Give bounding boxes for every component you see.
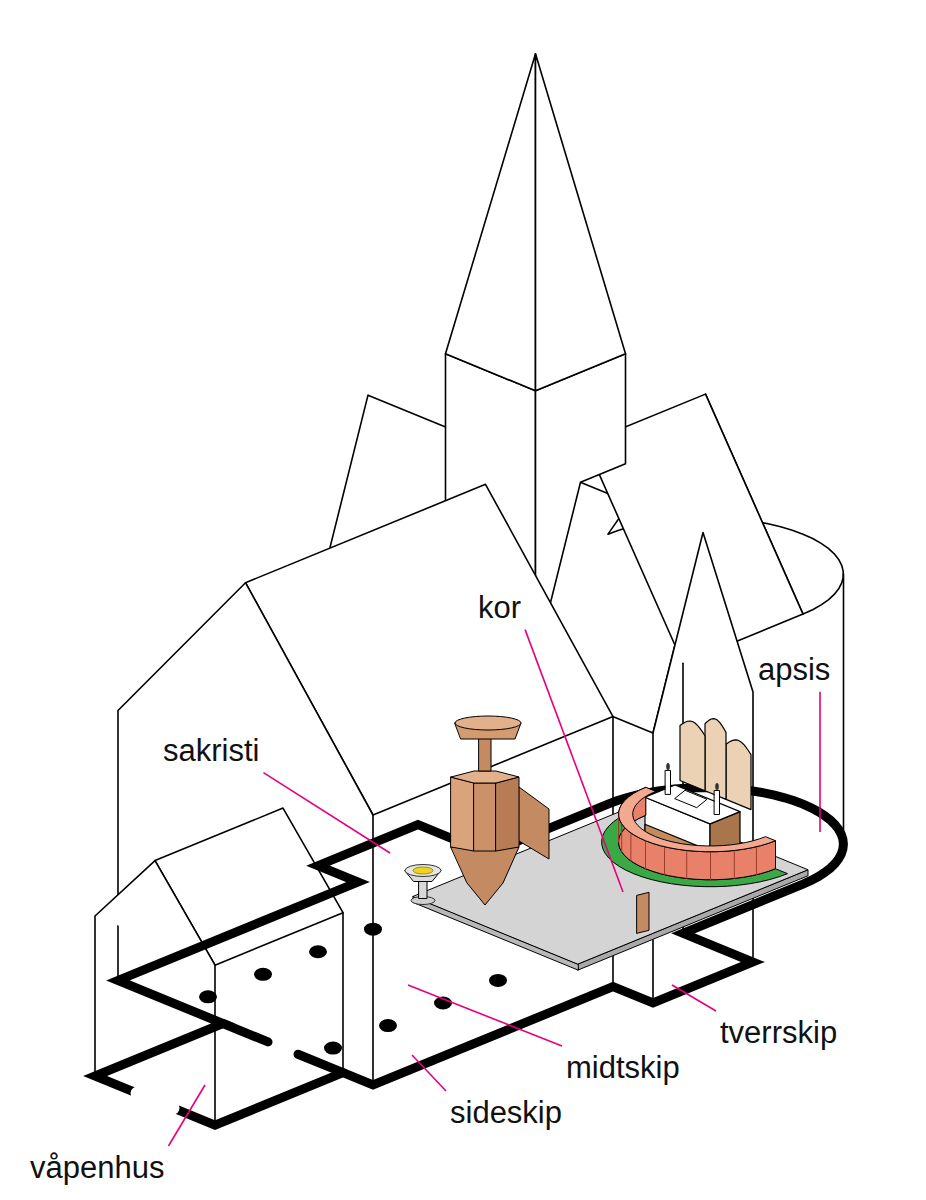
nave-gable	[118, 583, 373, 1085]
altar-book	[675, 790, 707, 807]
rail-baluster	[686, 850, 687, 878]
wall-edge	[342, 913, 344, 1073]
part-label: sakristi	[163, 733, 259, 769]
lectern	[637, 892, 649, 933]
altar-top	[645, 785, 740, 824]
altarpiece-panel	[726, 740, 751, 810]
leader-line	[168, 1085, 205, 1146]
part-label: tverrskip	[720, 1015, 837, 1051]
pillar	[489, 974, 507, 987]
altarpiece-panel	[680, 721, 705, 791]
pillar-group	[199, 923, 507, 1055]
candle	[715, 791, 720, 815]
font-rim	[405, 865, 441, 877]
rail-baluster	[710, 852, 711, 880]
pulpit-canopy-top	[455, 716, 521, 730]
rail-baluster	[630, 833, 631, 861]
rail-baluster	[645, 841, 646, 869]
leader-group	[168, 630, 820, 1146]
font-water	[413, 867, 433, 874]
pulpit-side	[496, 777, 519, 851]
candle-flame	[666, 763, 670, 770]
leader-line	[672, 985, 716, 1011]
leader-line	[412, 1055, 446, 1091]
spire-face	[536, 54, 626, 391]
part-label: apsis	[758, 652, 830, 688]
pulpit-rim	[451, 771, 519, 783]
pillar	[254, 968, 272, 981]
leader-line	[525, 630, 623, 892]
floor-plan-wall	[223, 1024, 268, 1042]
rail-baluster	[734, 850, 735, 878]
leader-line	[819, 692, 821, 832]
rail-baluster	[621, 824, 622, 852]
leader-line	[263, 773, 390, 853]
pulpit-stair	[519, 787, 549, 859]
door-opening	[137, 1093, 173, 1108]
pulpit-base	[451, 847, 519, 905]
wall-edge	[843, 574, 845, 844]
transept-gable-fill	[653, 533, 753, 734]
floor-plan-wall	[298, 1054, 343, 1072]
part-label: sideskip	[450, 1095, 562, 1131]
rail-baluster	[756, 847, 757, 875]
leader-line	[408, 985, 562, 1046]
altarpiece-panel	[705, 719, 726, 800]
nave-gable-fill	[118, 583, 373, 815]
pulpit-side	[451, 777, 474, 851]
font-stem	[419, 881, 427, 899]
rail-front	[619, 787, 776, 879]
pillar	[199, 990, 217, 1003]
pillar	[324, 1042, 342, 1055]
candle	[666, 770, 671, 794]
pulpit-side	[474, 783, 496, 851]
pillar	[309, 945, 327, 958]
part-label: våpenhus	[30, 1150, 164, 1186]
rail-baluster	[664, 847, 665, 875]
part-label: kor	[478, 590, 521, 626]
candle-flame	[715, 783, 719, 790]
spire-face	[446, 54, 536, 391]
pulpit-post	[479, 735, 491, 771]
part-label: midtskip	[566, 1050, 680, 1086]
rail-top	[619, 787, 776, 851]
pillar	[379, 1019, 397, 1032]
pillar	[364, 923, 382, 936]
